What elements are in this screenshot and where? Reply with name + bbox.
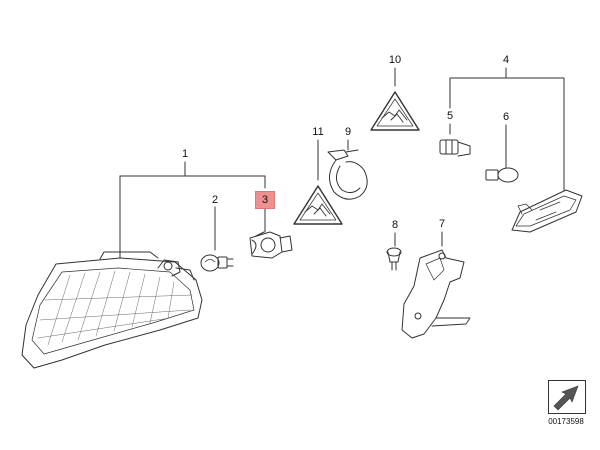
warning-triangle-icon-2 — [370, 91, 420, 131]
callout-5: 5 — [446, 110, 454, 122]
callout-10: 10 — [388, 54, 402, 66]
callout-8: 8 — [391, 219, 399, 231]
callout-1: 1 — [181, 148, 189, 160]
callout-9: 9 — [344, 126, 352, 138]
side-repeater-lens — [511, 189, 583, 233]
side-bulb — [485, 167, 519, 183]
mounting-bracket — [401, 249, 471, 339]
drawing-number: 00173598 — [548, 417, 584, 426]
side-bulb-socket — [439, 139, 471, 157]
callout-3: 3 — [255, 191, 275, 209]
bulb-socket — [249, 231, 293, 259]
bulb-small — [200, 254, 234, 272]
screw — [386, 247, 402, 271]
callout-6: 6 — [502, 111, 510, 123]
leader-lines — [119, 67, 565, 259]
wire-clip — [327, 149, 368, 200]
callout-7: 7 — [438, 218, 446, 230]
turn-indicator-housing — [21, 251, 203, 369]
callout-2: 2 — [211, 194, 219, 206]
warning-triangle-icon — [293, 185, 343, 225]
callout-11: 11 — [312, 126, 324, 138]
callout-4: 4 — [502, 54, 510, 66]
diagram-arrow-icon — [548, 380, 586, 414]
